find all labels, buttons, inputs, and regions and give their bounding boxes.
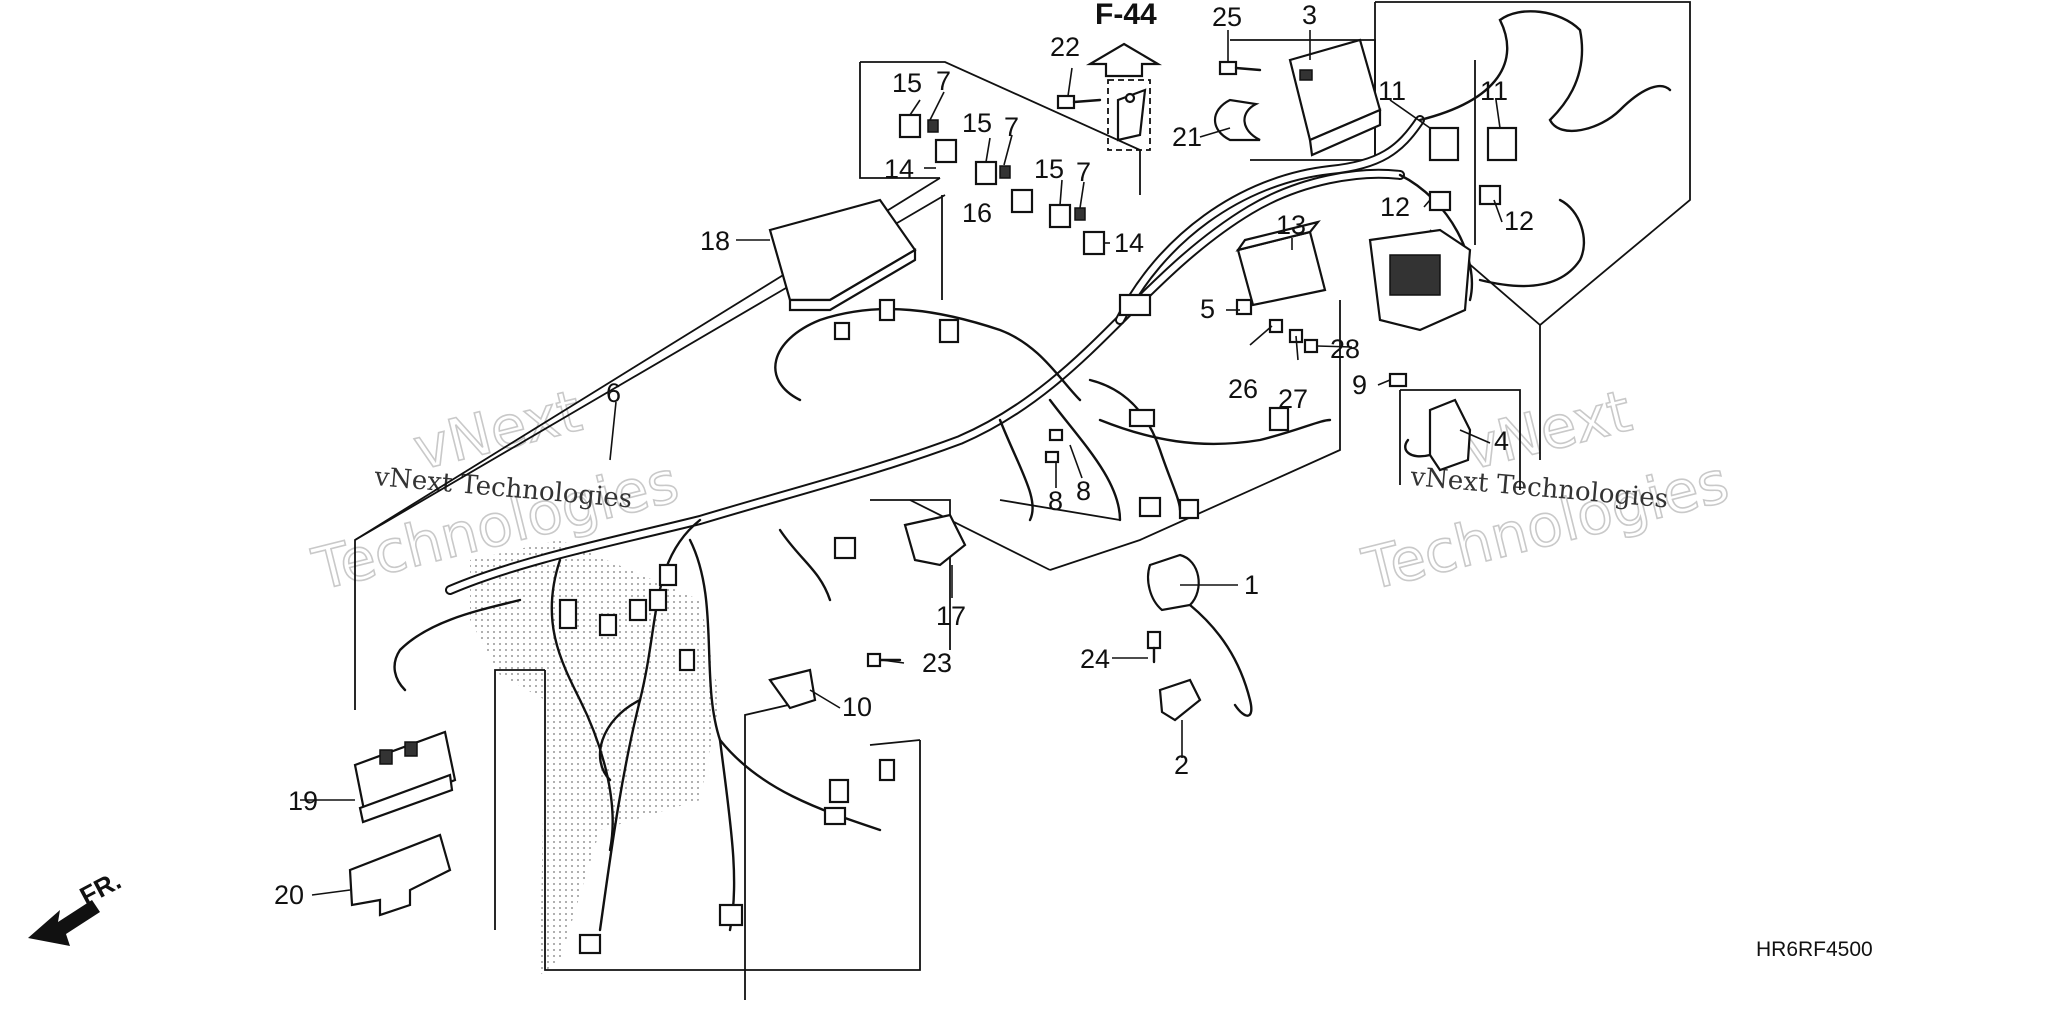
clamp-21 (1214, 98, 1261, 142)
callout-15a: 15 (892, 68, 922, 98)
callout-7b: 7 (1004, 112, 1019, 142)
callout-28: 28 (1330, 334, 1360, 364)
fuse-box-main (1368, 228, 1472, 332)
callout-9: 9 (1352, 370, 1367, 400)
callout-5: 5 (1200, 294, 1215, 324)
callout-6: 6 (606, 378, 621, 408)
callout-15c: 15 (1034, 154, 1064, 184)
callout-19: 19 (288, 786, 318, 816)
callout-22: 22 (1050, 32, 1080, 62)
reference-f44: F-44 (1085, 0, 1163, 78)
bolt-24 (1146, 630, 1162, 664)
callout-26: 26 (1228, 374, 1258, 404)
ignition-coil-1 (1146, 553, 1253, 717)
callout-7a: 7 (936, 66, 951, 96)
callout-11a: 11 (1378, 76, 1406, 106)
front-arrow-icon (28, 900, 100, 946)
front-direction-label: FR. (75, 865, 126, 911)
watermark-right: vNext Technologies vNext Technologies (1355, 376, 1736, 605)
case-20 (348, 833, 452, 917)
ecm-19 (353, 730, 457, 824)
callout-20: 20 (274, 880, 304, 910)
callout-4: 4 (1494, 426, 1509, 456)
callout-27: 27 (1278, 384, 1308, 414)
callout-24: 24 (1080, 644, 1110, 674)
fuse-box-13 (1235, 220, 1327, 307)
ecu-unit-3 (1288, 38, 1382, 157)
callout-16: 16 (962, 198, 992, 228)
spark-plug-cap-2 (1158, 678, 1202, 722)
callout-2: 2 (1174, 750, 1189, 780)
callout-3: 3 (1302, 0, 1317, 30)
harness-shadow-area (470, 540, 720, 975)
relay-17 (903, 513, 967, 567)
callout-10: 10 (842, 692, 872, 722)
callout-1: 1 (1244, 570, 1259, 600)
reference-f44-label: F-44 (1095, 0, 1157, 31)
callout-12b: 12 (1504, 206, 1534, 236)
callout-14a: 14 (884, 154, 914, 184)
bolt-22 (1056, 94, 1102, 110)
callout-23: 23 (922, 648, 952, 678)
relays (898, 113, 1518, 256)
bracket-10 (768, 668, 817, 710)
callout-15b: 15 (962, 108, 992, 138)
callout-14b: 14 (1114, 228, 1144, 258)
callout-11b: 11 (1480, 76, 1508, 106)
callout-21: 21 (1172, 122, 1202, 152)
callout-7c: 7 (1076, 157, 1091, 187)
mini-fuses (927, 119, 1319, 464)
terminal-9 (1388, 372, 1408, 388)
harness-connectors (558, 293, 1290, 955)
callout-12a: 12 (1380, 192, 1410, 222)
front-direction-indicator: FR. (28, 865, 126, 946)
bolt-25 (1218, 60, 1262, 76)
wire-harness (393, 10, 1672, 932)
condenser-4 (1404, 398, 1472, 472)
callouts: 1 2 3 4 5 6 7 7 7 8 8 9 10 11 11 12 12 1… (274, 0, 1534, 910)
callout-18: 18 (700, 226, 730, 256)
callout-8a: 8 (1048, 486, 1063, 516)
fuse-box-18 (768, 198, 917, 312)
callout-8b: 8 (1076, 476, 1091, 506)
drawing-code: HR6RF4500 (1756, 938, 1873, 961)
bracket-f44 (1116, 88, 1147, 142)
callout-13: 13 (1276, 210, 1306, 240)
callout-25: 25 (1212, 2, 1242, 32)
leader-lines (300, 30, 1503, 896)
callout-17: 17 (936, 601, 966, 631)
